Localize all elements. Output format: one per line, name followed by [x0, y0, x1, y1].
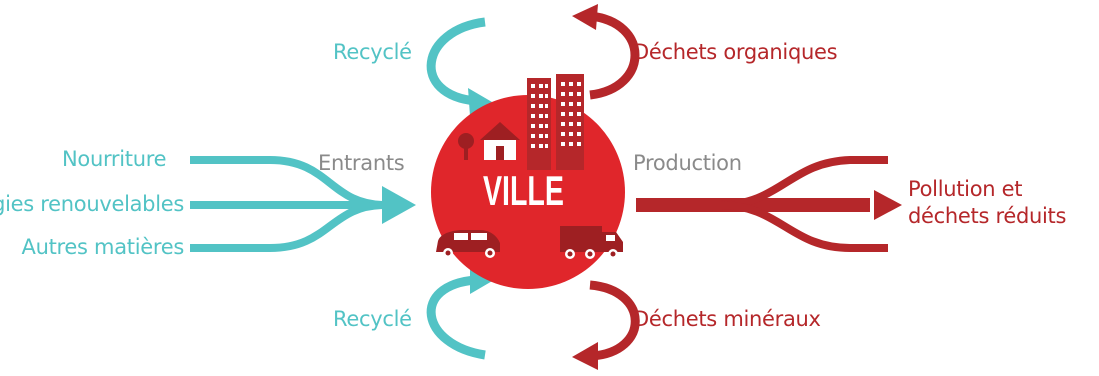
- output-branch-bottom: [719, 201, 888, 252]
- input-label-other: Autres matières: [21, 235, 185, 259]
- bottom-recycled-label: Recyclé: [333, 307, 412, 331]
- truck-icon: [560, 226, 623, 259]
- top-waste-label: Déchets organiques: [633, 40, 838, 64]
- top-waste-arrowhead: [572, 4, 598, 30]
- car-icon: [436, 230, 500, 258]
- output-result-line2: déchets réduits: [908, 204, 1067, 228]
- top-recycle-loop: [426, 17, 486, 106]
- input-line-other: [190, 201, 386, 252]
- bottom-waste-label: Déchets minéraux: [633, 307, 821, 331]
- input-label-energy: Énergies renouvelables: [0, 192, 184, 216]
- output-arrowhead: [874, 190, 902, 220]
- city-label: VILLE: [483, 167, 564, 214]
- input-flow-arrows: [190, 156, 386, 252]
- input-label-food: Nourriture: [62, 147, 167, 171]
- outputs-heading: Production: [633, 151, 742, 175]
- output-flow-arrows: [636, 156, 888, 252]
- input-arrowhead: [382, 186, 416, 224]
- house-icon: [480, 122, 520, 160]
- bottom-recycle-loop: [426, 275, 486, 360]
- bottom-waste-loop: [589, 280, 640, 361]
- top-recycled-label: Recyclé: [333, 40, 412, 64]
- inputs-heading: Entrants: [318, 151, 405, 175]
- buildings-icon: [527, 74, 584, 170]
- top-recycle-arrowhead: [468, 88, 492, 116]
- top-waste-loop: [589, 11, 640, 100]
- bottom-waste-arrowhead: [572, 342, 598, 370]
- output-result-line1: Pollution et: [908, 177, 1023, 201]
- tree-icon: [458, 133, 474, 160]
